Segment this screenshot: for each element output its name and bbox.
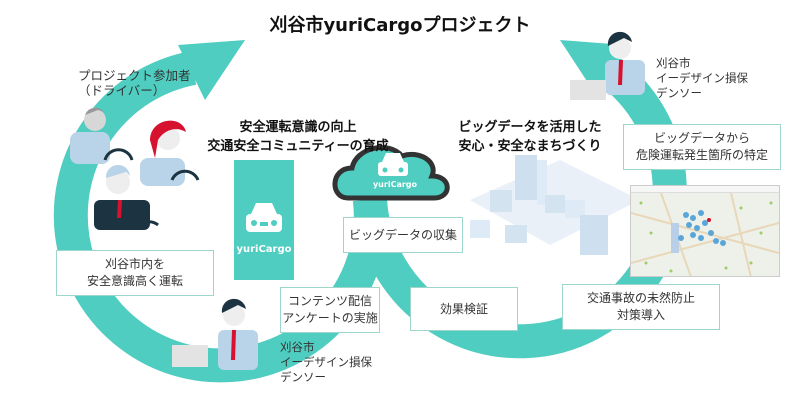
- right-loop-theme: ビッグデータを活用した 安心・安全なまちづくり: [458, 120, 602, 154]
- map-heatmap-graphic: [631, 192, 779, 276]
- car-icon: [378, 153, 408, 176]
- box-effect-verification: 効果検証: [410, 287, 518, 331]
- car-icon: [246, 203, 282, 232]
- operators-bottom-label: 刈谷市 イーデザイン損保 デンソー: [280, 340, 372, 384]
- left-loop-theme: 安全運転意識の向上 交通安全コミュニティーの育成: [207, 120, 389, 154]
- operator-bottom-illustration: [172, 298, 258, 370]
- participants-label: プロジェクト参加者 （ドライバー）: [78, 68, 191, 98]
- page-title: 刈谷市yuriCargoプロジェクト: [269, 15, 531, 36]
- right-loop-arrowhead: [560, 40, 625, 98]
- left-loop-arrowhead: [178, 40, 245, 100]
- box-accident-prevention: 交通事故の未然防止 対策導入: [562, 284, 720, 330]
- driver-woman-illustration: [140, 120, 200, 186]
- map-window-bar: [631, 186, 779, 193]
- box-content-delivery: コンテンツ配信 アンケートの実施: [280, 287, 380, 333]
- app-name: yuriCargo: [236, 244, 292, 255]
- box-drive-safely: 刈谷市内を 安全意識高く運転: [56, 250, 214, 296]
- box-danger-spot-identification: ビッグデータから 危険運転発生箇所の特定: [623, 124, 781, 170]
- driver-older-man-illustration: [70, 107, 134, 164]
- driver-businessman-illustration: [94, 164, 159, 230]
- operator-top-illustration: [570, 31, 645, 100]
- operators-top-label: 刈谷市 イーデザイン損保 デンソー: [656, 56, 748, 100]
- danger-map-screenshot: [630, 185, 780, 277]
- cloud-label: yuriCargo: [372, 180, 418, 189]
- box-big-data-collection: ビッグデータの収集: [343, 217, 463, 253]
- city-illustration: [470, 155, 640, 255]
- yuricargo-app-phone: yuriCargo: [234, 160, 294, 280]
